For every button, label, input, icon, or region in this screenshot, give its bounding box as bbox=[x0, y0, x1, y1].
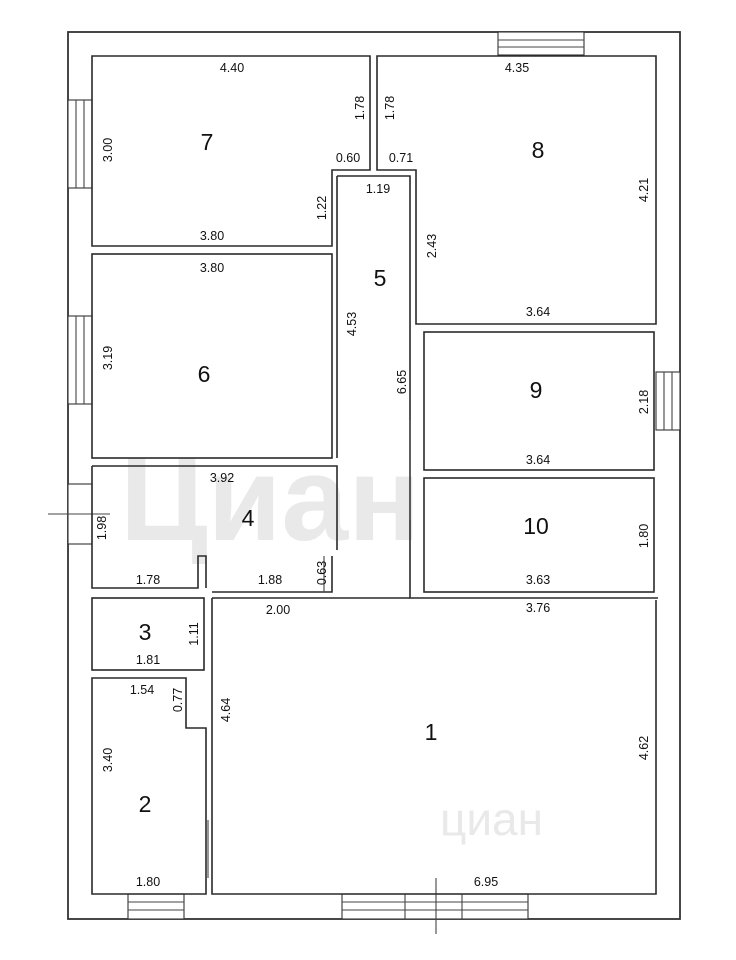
dim-r1-top-right: 3.76 bbox=[526, 601, 550, 615]
dim-r6-top: 3.80 bbox=[200, 261, 224, 275]
dim-r9-bottom: 3.64 bbox=[526, 453, 550, 467]
dim-r5-lower: 6.65 bbox=[395, 370, 409, 394]
room-5-outline bbox=[336, 175, 658, 599]
room-label-9: 9 bbox=[530, 377, 543, 403]
dim-r8-left: 1.78 bbox=[383, 96, 397, 120]
dim-r4-bottom-left: 1.78 bbox=[136, 573, 160, 587]
room-3-outline bbox=[91, 597, 205, 671]
window-top bbox=[497, 31, 585, 56]
room-9-outline bbox=[423, 331, 655, 471]
dim-r1-bottom: 6.95 bbox=[474, 875, 498, 889]
dim-r2-bottom: 1.80 bbox=[136, 875, 160, 889]
room-label-4: 4 bbox=[242, 505, 255, 531]
dim-r7-left: 3.00 bbox=[101, 138, 115, 162]
dim-r8-top: 4.35 bbox=[505, 61, 529, 75]
dim-r7-top: 4.40 bbox=[220, 61, 244, 75]
dim-r8-notch: 0.71 bbox=[389, 151, 413, 165]
room-1-outline bbox=[211, 597, 657, 895]
window-room7 bbox=[67, 99, 93, 189]
room-10-outline bbox=[423, 477, 655, 593]
room-label-2: 2 bbox=[139, 791, 152, 817]
dim-r4-bottom-right: 1.88 bbox=[258, 573, 282, 587]
room-label-1: 1 bbox=[425, 719, 438, 745]
dim-r10-bottom: 3.63 bbox=[526, 573, 550, 587]
dim-r6-left: 3.19 bbox=[101, 346, 115, 370]
dim-r7-bottom: 3.80 bbox=[200, 229, 224, 243]
dim-r1-left: 4.64 bbox=[219, 698, 233, 722]
room-label-8: 8 bbox=[532, 137, 545, 163]
dim-r5-top: 1.19 bbox=[366, 182, 390, 196]
dim-r4-left: 1.98 bbox=[95, 516, 109, 540]
dim-r3-bottom: 1.81 bbox=[136, 653, 160, 667]
room-7-outline bbox=[91, 55, 371, 247]
dim-r9-right: 2.18 bbox=[637, 390, 651, 414]
room-label-10: 10 bbox=[523, 513, 549, 539]
dim-r4-top: 3.92 bbox=[210, 471, 234, 485]
window-room6 bbox=[67, 315, 93, 405]
room-6-outline bbox=[91, 253, 333, 459]
window-room1 bbox=[341, 878, 529, 934]
dim-r1-top-left: 2.00 bbox=[266, 603, 290, 617]
watermark-logo-small: циан bbox=[440, 793, 543, 845]
dim-r4-small: 0.63 bbox=[315, 561, 329, 585]
dim-r10-right: 1.80 bbox=[637, 524, 651, 548]
dim-r7-right: 1.78 bbox=[353, 96, 367, 120]
dim-r8-right: 4.21 bbox=[637, 178, 651, 202]
dim-r8-left-lower: 2.43 bbox=[425, 234, 439, 258]
dim-r2-top: 1.54 bbox=[130, 683, 154, 697]
window-room4 bbox=[48, 483, 110, 545]
dim-r7-notch-h: 1.22 bbox=[315, 196, 329, 220]
dim-r3-right: 1.11 bbox=[187, 622, 201, 645]
dim-r2-left: 3.40 bbox=[101, 748, 115, 772]
room-4-outline bbox=[91, 465, 338, 593]
room-label-6: 6 bbox=[198, 361, 211, 387]
dim-r7-notch: 0.60 bbox=[336, 151, 360, 165]
window-room9 bbox=[655, 371, 681, 431]
room-label-7: 7 bbox=[201, 129, 214, 155]
watermark-logo: Циан bbox=[120, 432, 421, 566]
room-2-outline bbox=[91, 677, 207, 895]
room-label-5: 5 bbox=[374, 265, 387, 291]
dim-r1-right: 4.62 bbox=[637, 736, 651, 760]
room-8-outline bbox=[376, 55, 657, 325]
dim-r2-notch: 0.77 bbox=[171, 688, 185, 712]
room-label-3: 3 bbox=[139, 619, 152, 645]
dim-r5-upper: 4.53 bbox=[345, 312, 359, 336]
dim-r8-bottom: 3.64 bbox=[526, 305, 550, 319]
window-room2 bbox=[127, 893, 185, 920]
